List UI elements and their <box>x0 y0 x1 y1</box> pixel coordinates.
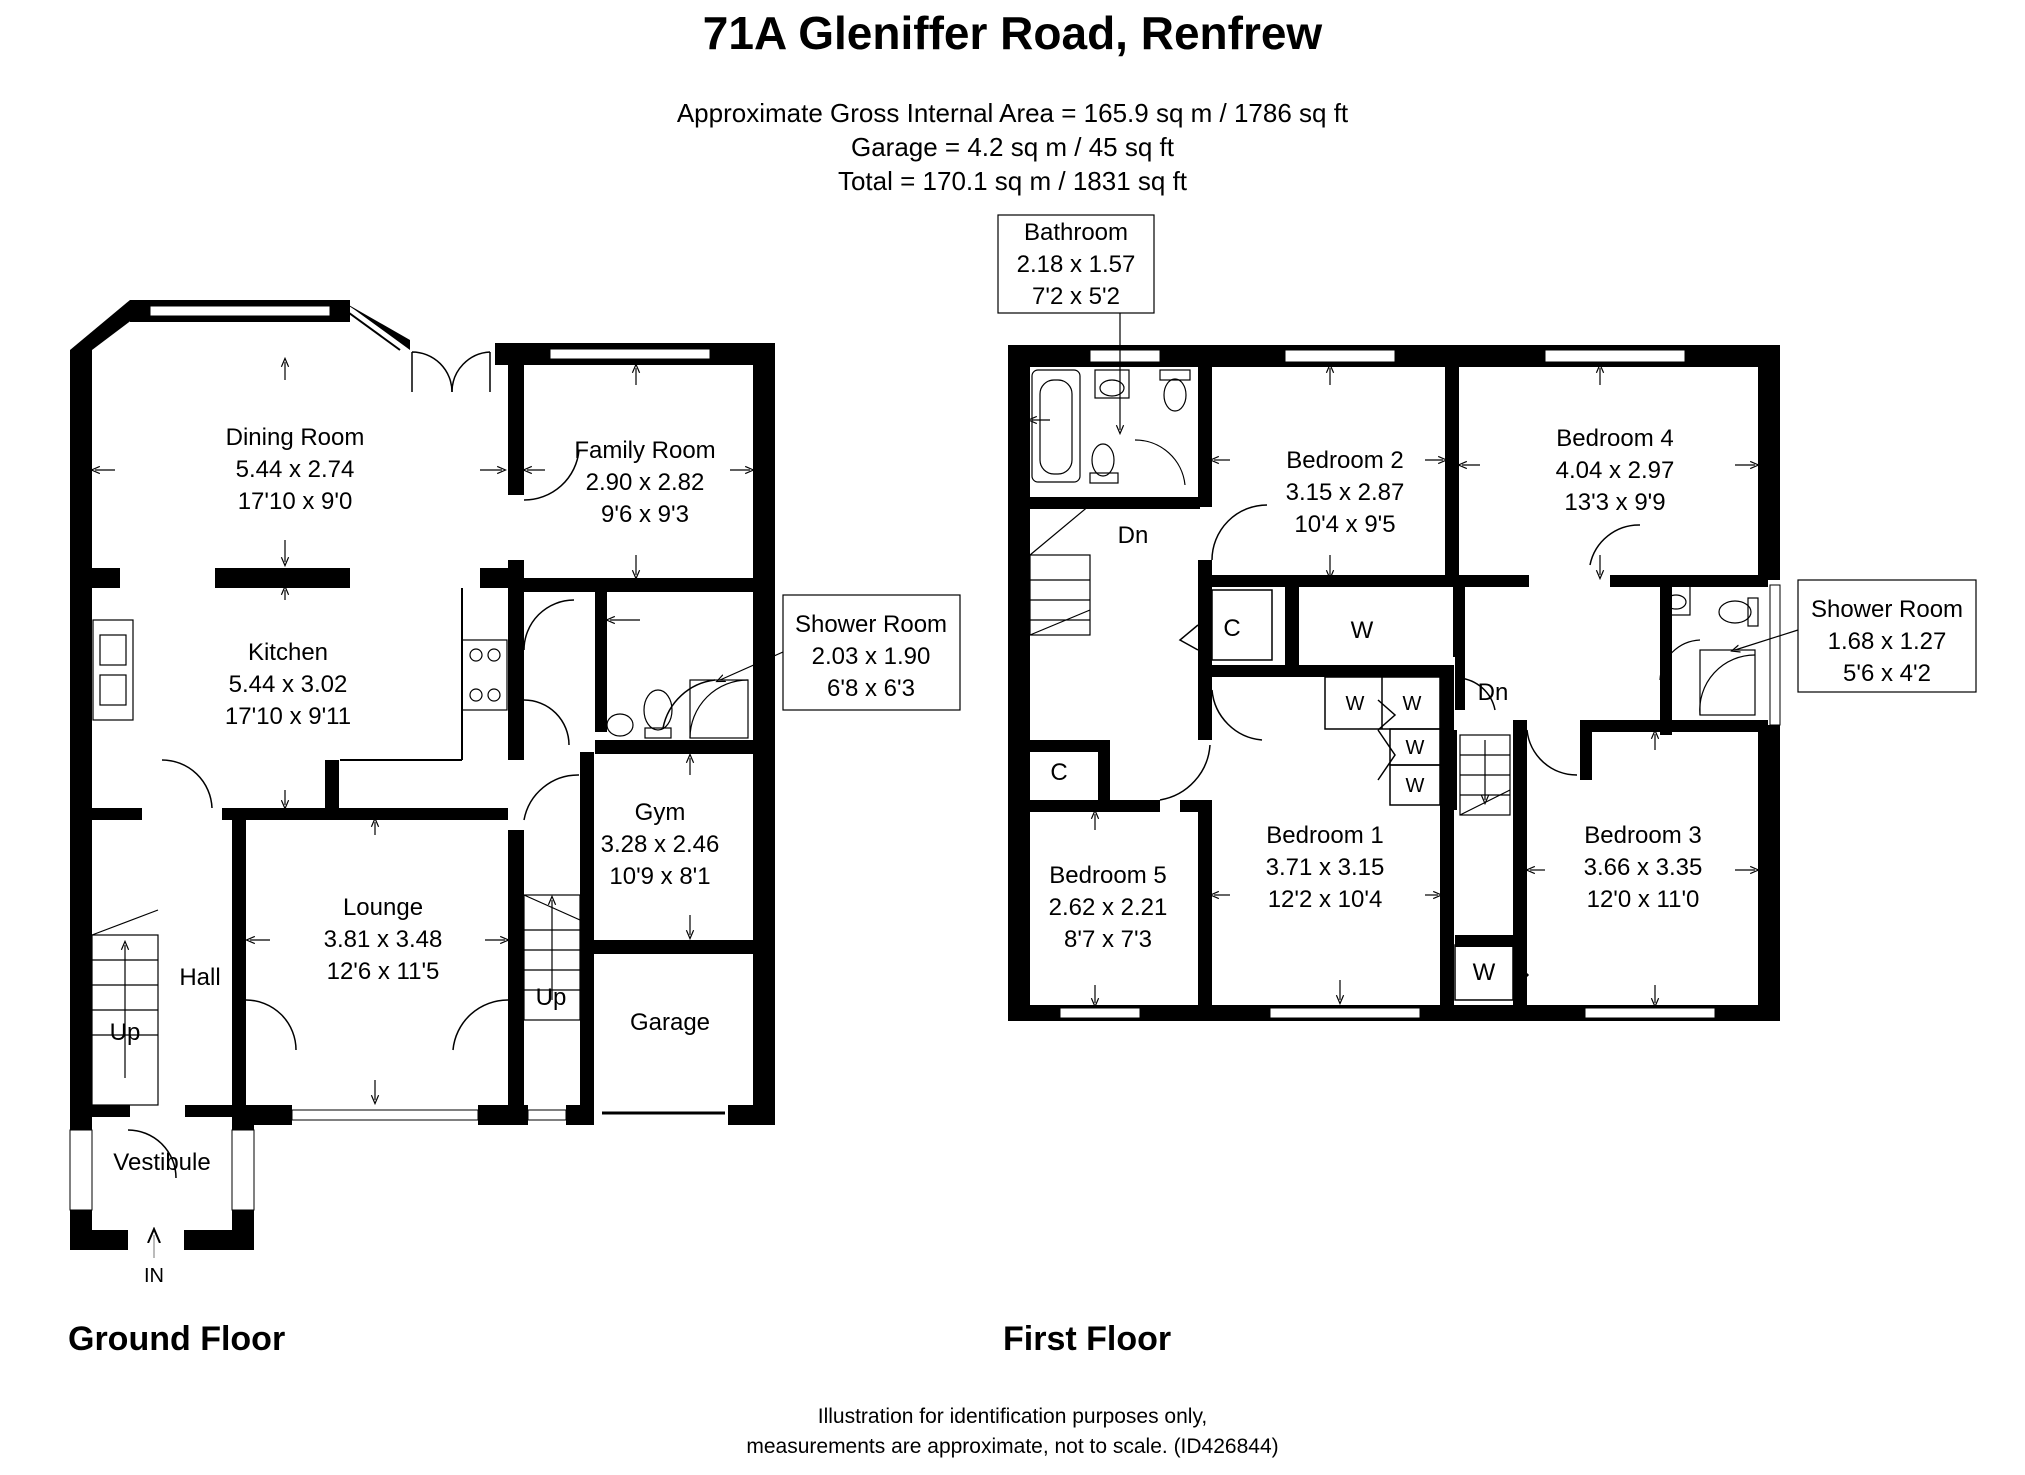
shower-ground-name: Shower Room <box>795 611 947 638</box>
dimension-arrows-first <box>1032 368 1755 1003</box>
lounge-metric: 3.81 x 3.48 <box>324 926 443 953</box>
bathroom-metric: 2.18 x 1.57 <box>1017 251 1136 278</box>
bay-wall-left <box>70 300 145 350</box>
wardrobe-label-bedroom2: W <box>1351 617 1374 644</box>
hall-name: Hall <box>179 964 220 991</box>
cupboard-label-1: C <box>1223 615 1240 642</box>
dimension-arrows-ground <box>95 362 750 1100</box>
shower-first-imperial: 5'6 x 4'2 <box>1843 660 1931 687</box>
ground-stairs <box>91 894 581 1106</box>
bedroom1-imperial: 12'2 x 10'4 <box>1268 886 1383 913</box>
bathroom-fixtures <box>1031 369 1191 486</box>
wall <box>215 568 350 588</box>
kitchen-name: Kitchen <box>248 639 328 666</box>
shower-ground-fixtures <box>606 679 749 739</box>
first-floor-label: First Floor <box>1003 1320 1172 1358</box>
first-floor-doors <box>1159 504 1641 991</box>
window <box>549 348 711 360</box>
disclaimer-line-1: Illustration for identification purposes… <box>817 1405 1208 1428</box>
first-stairs <box>1029 504 1511 816</box>
gym-metric: 3.28 x 2.46 <box>601 831 720 858</box>
plan-title: 71A Gleniffer Road, Renfrew <box>702 7 1323 59</box>
total-area-line: Total = 170.1 sq m / 1831 sq ft <box>837 166 1188 196</box>
window <box>1544 349 1686 363</box>
wardrobe-label-bedroom3: W <box>1473 959 1496 986</box>
wall <box>222 808 508 820</box>
dining-room-metric: 5.44 x 2.74 <box>236 456 355 483</box>
bathroom-name: Bathroom <box>1024 219 1128 246</box>
window <box>1284 349 1396 363</box>
vestibule-name: Vestibule <box>113 1149 210 1176</box>
callout-shower-ground <box>782 594 961 711</box>
family-room-imperial: 9'6 x 9'3 <box>601 501 689 528</box>
gym-name: Gym <box>635 799 686 826</box>
entrance-label: IN <box>144 1265 164 1287</box>
bedroom5-name: Bedroom 5 <box>1049 862 1166 889</box>
kitchen-metric: 5.44 x 3.02 <box>229 671 348 698</box>
callout-bathroom <box>997 214 1155 314</box>
shower-ground-imperial: 6'8 x 6'3 <box>827 675 915 702</box>
family-room-name: Family Room <box>574 437 715 464</box>
bedroom4-metric: 4.04 x 2.97 <box>1556 457 1675 484</box>
window <box>149 305 331 317</box>
bedroom2-metric: 3.15 x 2.87 <box>1286 479 1405 506</box>
first-floor-plan: Bathroom 2.18 x 1.57 7'2 x 5'2 Bedroom 2… <box>997 214 1977 1021</box>
wardrobe-label-2: W <box>1403 693 1422 715</box>
family-room-metric: 2.90 x 2.82 <box>586 469 705 496</box>
bedroom4-name: Bedroom 4 <box>1556 425 1673 452</box>
shower-first-name: Shower Room <box>1811 596 1963 623</box>
callout-shower-first <box>1797 579 1977 693</box>
wall <box>70 350 92 1250</box>
bedroom3-name: Bedroom 3 <box>1584 822 1701 849</box>
lounge-imperial: 12'6 x 11'5 <box>327 958 440 985</box>
ground-floor-plan: Dining Room 5.44 x 2.74 17'10 x 9'0 Fami… <box>69 300 961 1287</box>
bedroom1-name: Bedroom 1 <box>1266 822 1383 849</box>
wall <box>1008 345 1030 1020</box>
gross-area-line: Approximate Gross Internal Area = 165.9 … <box>676 98 1349 128</box>
window <box>1089 349 1161 363</box>
wardrobe-label-4: W <box>1406 775 1425 797</box>
window <box>291 1109 479 1121</box>
disclaimer-line-2: measurements are approximate, not to sca… <box>746 1435 1279 1458</box>
shower-first-metric: 1.68 x 1.27 <box>1828 628 1947 655</box>
kitchen-fixtures <box>92 619 508 721</box>
kitchen-imperial: 17'10 x 9'11 <box>225 703 351 730</box>
dining-room-imperial: 17'10 x 9'0 <box>238 488 353 515</box>
bedroom5-metric: 2.62 x 2.21 <box>1049 894 1168 921</box>
bathroom-imperial: 7'2 x 5'2 <box>1032 283 1120 310</box>
wall <box>508 365 524 495</box>
garage-area-line: Garage = 4.2 sq m / 45 sq ft <box>850 132 1174 162</box>
wardrobes <box>1211 589 1514 1001</box>
garage-name: Garage <box>630 1009 710 1036</box>
stairs-down-label-hall: Dn <box>1478 679 1509 706</box>
shower-ground-metric: 2.03 x 1.90 <box>812 643 931 670</box>
bedroom3-metric: 3.66 x 3.35 <box>1584 854 1703 881</box>
bedroom2-name: Bedroom 2 <box>1286 447 1403 474</box>
patio-door <box>411 351 453 393</box>
bedroom3-imperial: 12'0 x 11'0 <box>1587 886 1700 913</box>
lounge-name: Lounge <box>343 894 423 921</box>
cupboard-label-2: C <box>1050 759 1067 786</box>
stairs-up-label-gym: Up <box>536 984 567 1011</box>
bedroom5-imperial: 8'7 x 7'3 <box>1064 926 1152 953</box>
ground-floor-label: Ground Floor <box>68 1320 286 1358</box>
stairs-up-label-hall: Up <box>110 1019 141 1046</box>
wardrobe-label-1: W <box>1346 693 1365 715</box>
gym-imperial: 10'9 x 8'1 <box>609 863 710 890</box>
shower-first-fixtures <box>1659 584 1759 716</box>
bay-wall-right <box>340 300 410 350</box>
bedroom4-imperial: 13'3 x 9'9 <box>1564 489 1665 516</box>
wall <box>753 343 775 1123</box>
wardrobe-label-3: W <box>1406 737 1425 759</box>
dining-room-name: Dining Room <box>226 424 365 451</box>
stairs-down-label-landing: Dn <box>1118 522 1149 549</box>
bedroom2-imperial: 10'4 x 9'5 <box>1294 511 1395 538</box>
bedroom1-metric: 3.71 x 3.15 <box>1266 854 1385 881</box>
